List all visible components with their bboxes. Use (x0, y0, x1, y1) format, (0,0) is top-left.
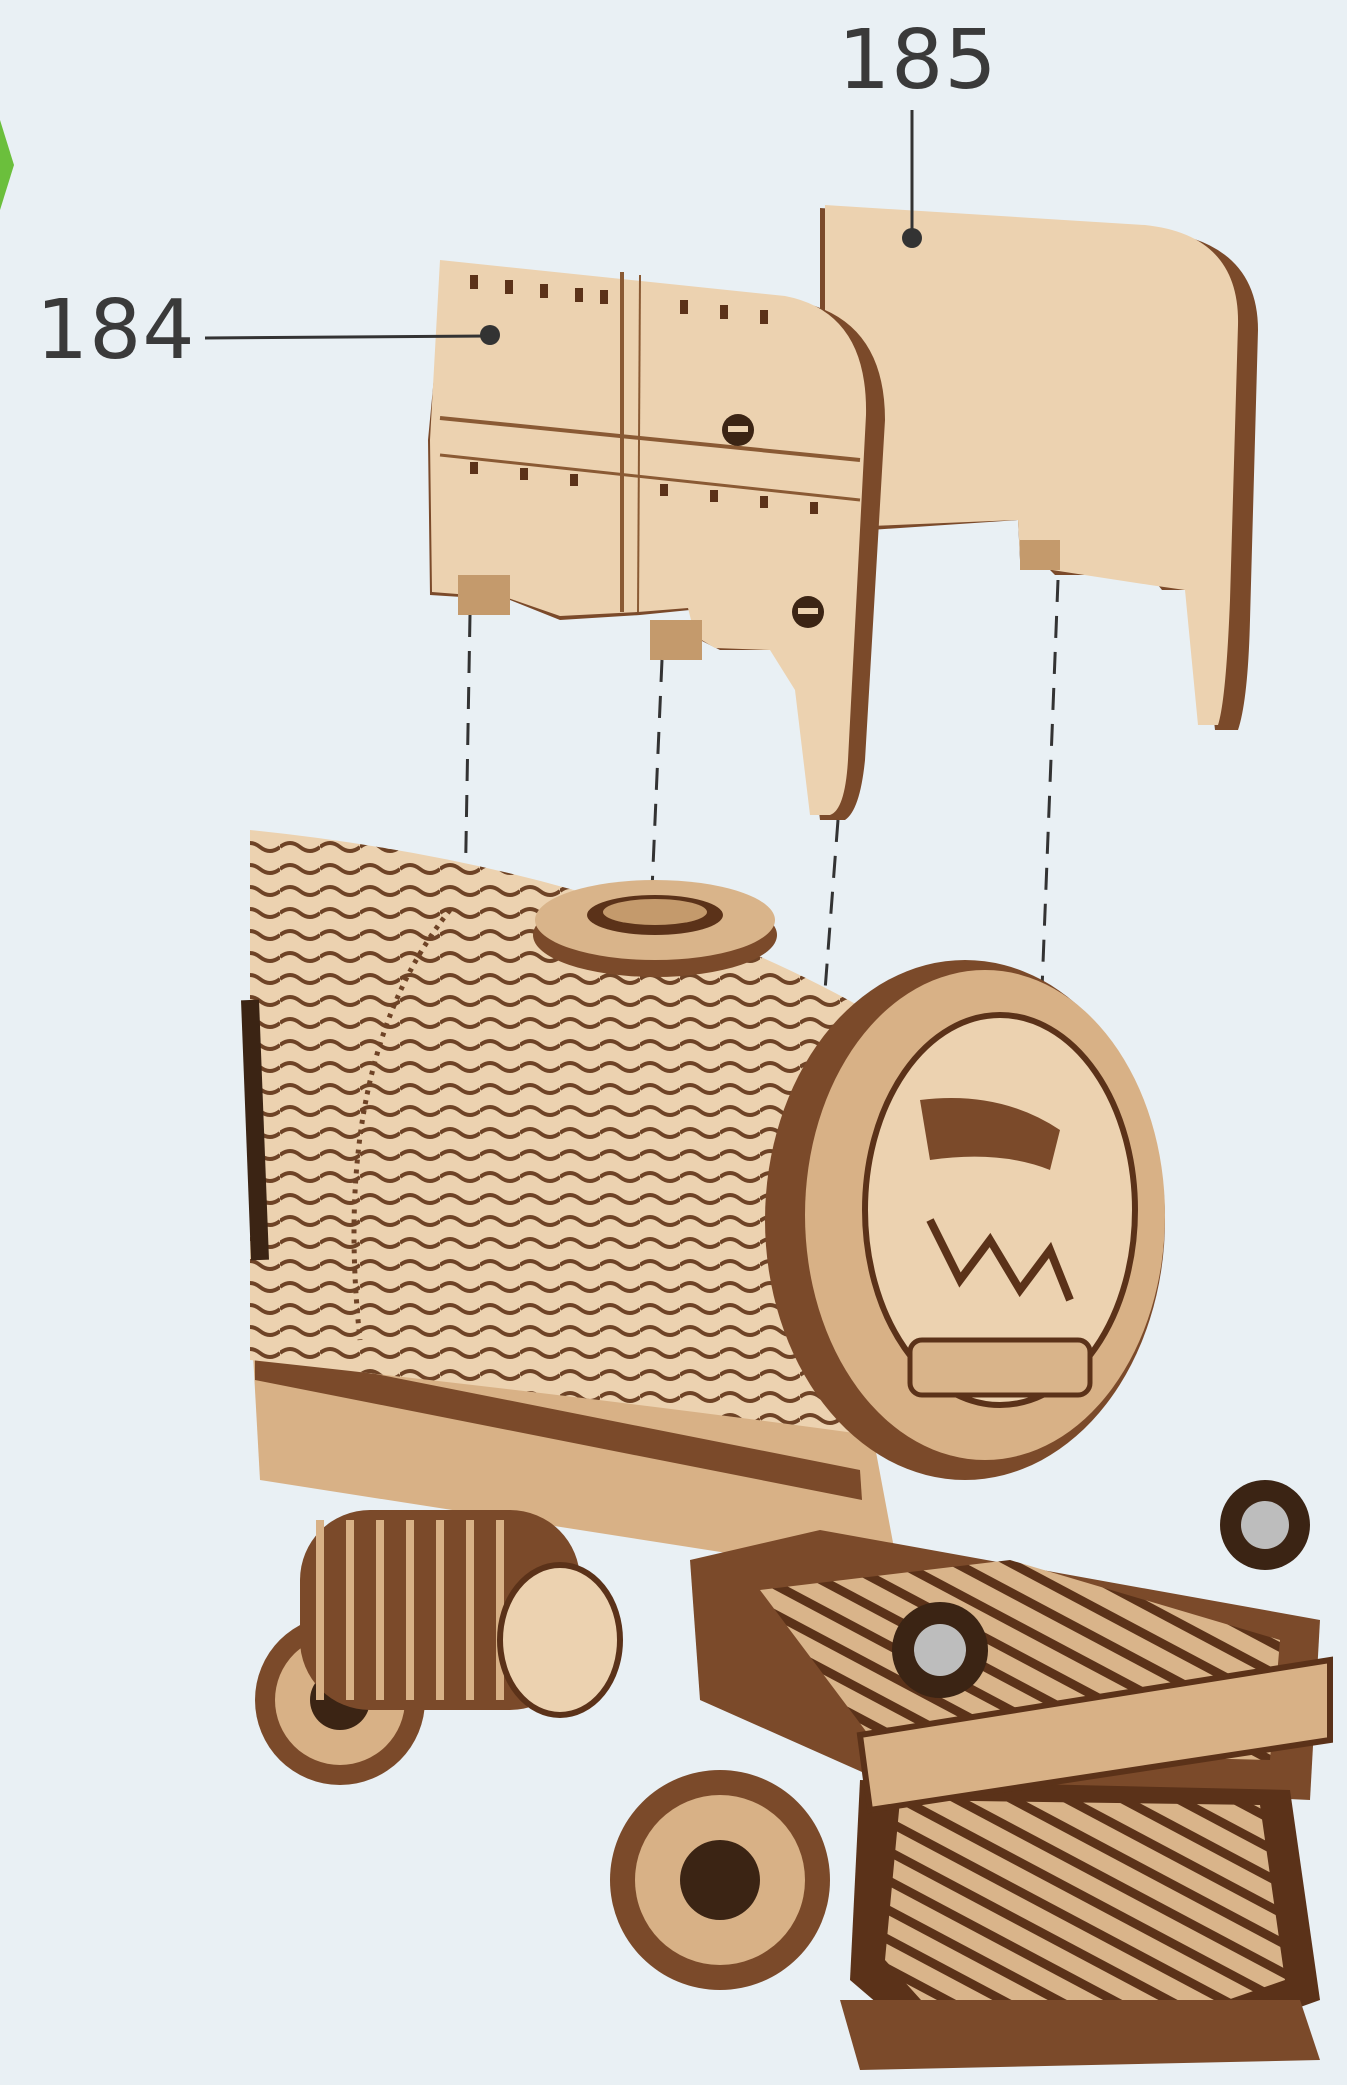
leader-line-184 (205, 336, 488, 338)
green-arrow-icon (0, 120, 14, 210)
part-184-panel (428, 260, 885, 820)
locomotive-model (250, 830, 1330, 2070)
callout-label-185: 185 (838, 20, 998, 102)
callout-label-184: 184 (36, 290, 196, 372)
part-185-panel (820, 205, 1258, 730)
